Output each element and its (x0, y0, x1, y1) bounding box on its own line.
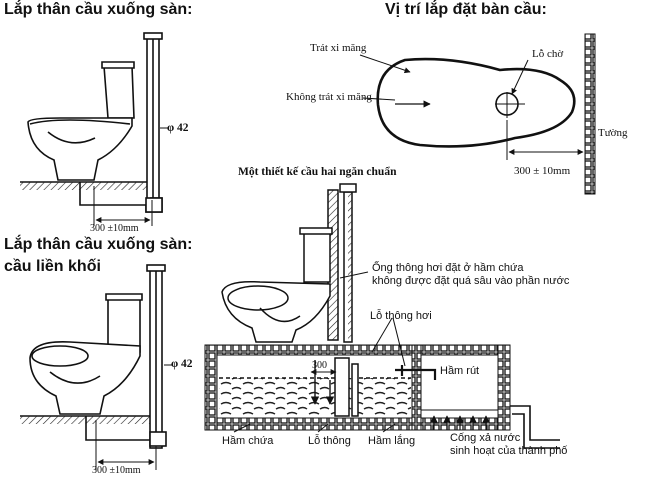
label-cement: Trát xi măng (310, 42, 367, 54)
top-left-toilet-drawing (20, 32, 168, 226)
vent-passage-label: Lỗ thông (308, 435, 351, 447)
drain-label-line1: Cống xả nước (450, 432, 521, 444)
settling-chamber-label: Hầm lắng (368, 435, 416, 447)
plan-view-drawing (359, 33, 596, 195)
bottom-left-title-line1: Lắp thân cầu xuống sàn: (4, 236, 193, 253)
storage-chamber-label: Hầm chứa (222, 435, 274, 447)
label-wall: Tường (598, 127, 628, 139)
septic-section-drawing (204, 183, 560, 449)
label-no-cement: Không trát xi măng (286, 91, 372, 103)
septic-title: Một thiết kế cầu hai ngăn chuẩn (238, 166, 397, 178)
drain-label-line2: sinh hoạt của thành phố (450, 445, 568, 457)
top-right-title: Vị trí lắp đặt bàn cầu: (385, 1, 547, 18)
bottom-left-distance: 300 ±10mm (92, 465, 141, 476)
vent-pipe-note-line1: Ống thông hơi đặt ở hầm chứa (372, 262, 524, 274)
top-left-title: Lắp thân cầu xuống sàn: (4, 1, 193, 18)
vent-hole-label: Lỗ thông hơi (370, 310, 432, 322)
vent-pipe-note: Ống thông hơi đặt ở hầm chứa không được … (372, 262, 569, 288)
bottom-left-title-line2: cầu liền khối (4, 258, 101, 275)
top-left-pipe-diameter: φ 42 (167, 122, 189, 134)
plan-distance: 300 ± 10mm (514, 165, 571, 177)
septic-dimension: 300 (312, 360, 327, 371)
bottom-left-pipe-diameter: φ 42 (171, 358, 193, 370)
vent-pipe-note-line2: không được đặt quá sâu vào phần nước (372, 275, 570, 287)
drain-label: Cống xả nước sinh hoạt của thành phố (450, 432, 567, 458)
suction-chamber-label: Hầm rút (440, 365, 480, 377)
bottom-left-toilet-drawing (20, 264, 172, 470)
label-drain-hole: Lỗ chờ (532, 48, 564, 60)
top-left-distance: 300 ±10mm (90, 223, 139, 234)
